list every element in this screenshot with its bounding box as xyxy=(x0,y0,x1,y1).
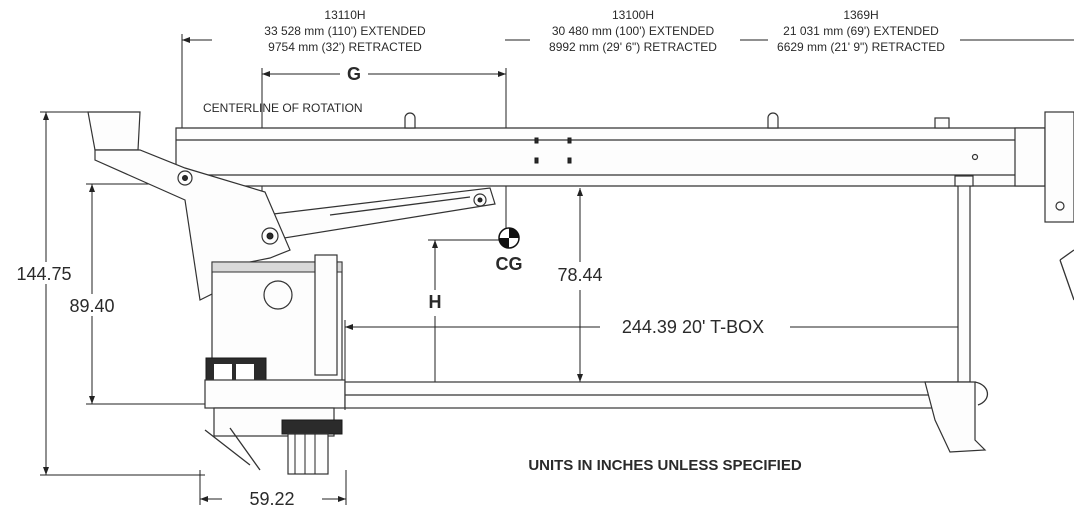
model-13110h-block: 13110H 33 528 mm (110') EXTENDED 9754 mm… xyxy=(264,8,426,54)
base-width-value: 59.22 xyxy=(249,489,294,508)
box-height-value: 78.44 xyxy=(557,265,602,285)
outrigger-right xyxy=(1059,249,1074,301)
boom-cylinder xyxy=(264,187,496,241)
model-13110h-name: 13110H xyxy=(324,8,365,22)
cg-label: CG xyxy=(496,254,523,274)
model-13110h-extended: 33 528 mm (110') EXTENDED xyxy=(264,24,426,38)
h-label: H xyxy=(429,292,442,312)
model-1369h-block: 1369H 21 031 mm (69') EXTENDED 6629 mm (… xyxy=(777,8,945,54)
pivot-height-dimension: 89.40 xyxy=(66,183,205,405)
g-label: G xyxy=(347,64,361,84)
model-1369h-name: 1369H xyxy=(843,8,878,22)
model-13100h-retracted: 8992 mm (29' 6") RETRACTED xyxy=(549,40,717,54)
t-box-frame xyxy=(344,175,989,453)
overall-height-dimension: 144.75 xyxy=(16,111,205,476)
model-1369h-extended: 21 031 mm (69') EXTENDED xyxy=(783,24,939,38)
crane-tower xyxy=(87,111,346,475)
crane-boom xyxy=(175,111,1074,223)
h-dimension: H xyxy=(428,239,500,404)
g-dimension: G xyxy=(261,64,507,240)
centerline-label: CENTERLINE OF ROTATION xyxy=(203,101,363,115)
pivot-height-value: 89.40 xyxy=(69,296,114,316)
model-13100h-block: 13100H 30 480 mm (100') EXTENDED 8992 mm… xyxy=(549,8,717,54)
units-note: UNITS IN INCHES UNLESS SPECIFIED xyxy=(528,457,802,474)
box-length-value: 244.39 20' T-BOX xyxy=(622,317,764,337)
base-width-dimension: 59.22 xyxy=(199,470,347,509)
box-height-dimension: 78.44 xyxy=(557,188,603,382)
cg-symbol-icon xyxy=(498,227,520,249)
model-1369h-retracted: 6629 mm (21' 9") RETRACTED xyxy=(777,40,945,54)
model-13110h-retracted: 9754 mm (32') RETRACTED xyxy=(268,40,422,54)
model-13100h-extended: 30 480 mm (100') EXTENDED xyxy=(552,24,715,38)
overall-height-value: 144.75 xyxy=(16,264,71,284)
model-13100h-name: 13100H xyxy=(612,8,654,22)
